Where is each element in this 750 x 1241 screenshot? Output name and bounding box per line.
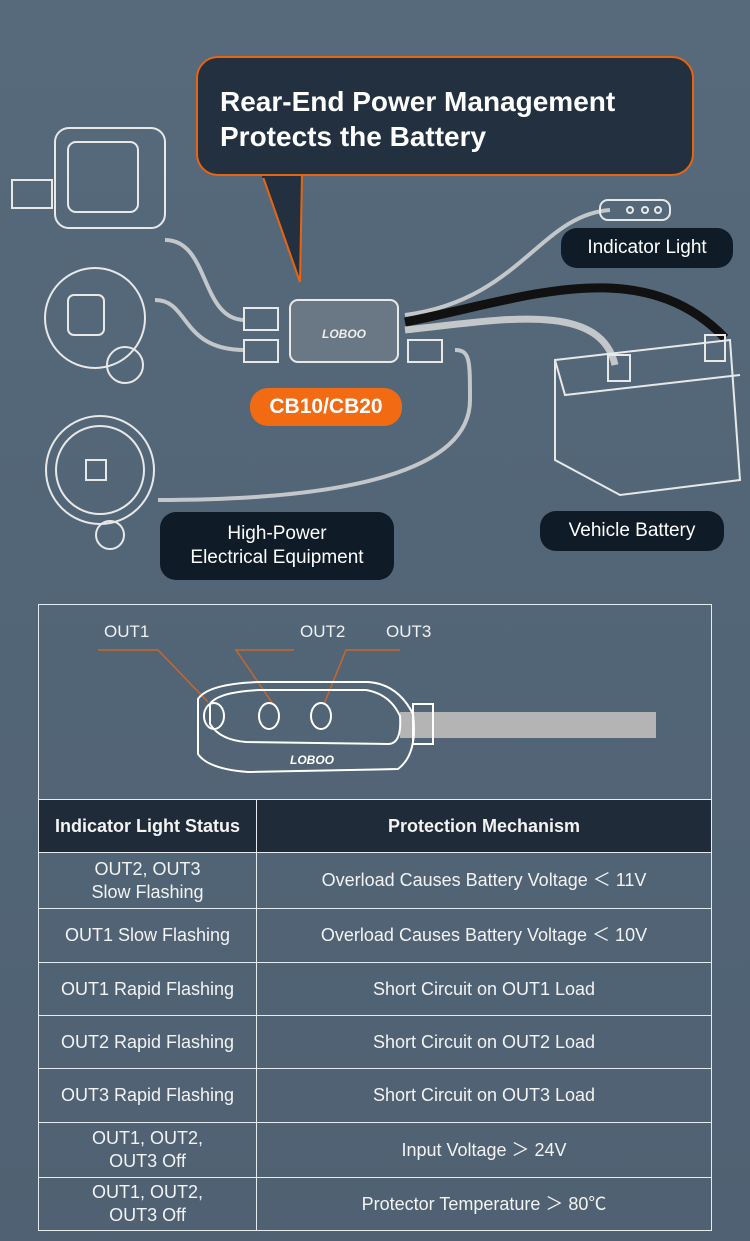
mechanism-cell: Short Circuit on OUT1 Load xyxy=(256,962,712,1016)
indicator-light-icon xyxy=(599,199,671,221)
indicator-light-device-icon xyxy=(197,681,434,774)
status-cell: OUT2 Rapid Flashing xyxy=(38,1015,257,1069)
status-cell: OUT1 Slow Flashing xyxy=(38,908,257,963)
mechanism-cell: Short Circuit on OUT2 Load xyxy=(256,1015,712,1069)
cable-battery-neg xyxy=(404,283,729,342)
header-status: Indicator Light Status xyxy=(38,799,257,853)
vehicle-battery-label: Vehicle Battery xyxy=(540,511,724,551)
mechanism-cell: Protector Temperature ＞ 80℃ xyxy=(256,1177,712,1231)
brand-logo: LOBOO xyxy=(290,753,335,767)
header-mechanism: Protection Mechanism xyxy=(256,799,712,853)
equipment-label-line2: Electrical Equipment xyxy=(190,547,364,568)
out3-led-icon xyxy=(310,702,332,730)
status-cell-line2: OUT3 Off xyxy=(109,1151,186,1171)
indicator-diagram: LOBOO xyxy=(98,649,656,774)
headline-line1: Rear-End Power Management xyxy=(220,86,616,117)
cable-icon xyxy=(400,712,656,738)
connector-icon xyxy=(243,307,279,331)
wiring-illustration: LOBOO xyxy=(11,127,742,550)
status-cell: OUT3 Rapid Flashing xyxy=(38,1068,257,1123)
status-cell-line2: OUT3 Off xyxy=(109,1205,186,1225)
mechanism-cell: Overload Causes Battery Voltage ＜ 11V xyxy=(256,852,712,909)
connector-icon xyxy=(243,339,279,363)
indicator-light-label: Indicator Light xyxy=(561,228,733,268)
cable-indicator xyxy=(404,208,611,317)
cb-module-icon: LOBOO xyxy=(289,299,399,363)
mechanism-cell: Overload Causes Battery Voltage ＜ 10V xyxy=(256,908,712,963)
out2-label: OUT2 xyxy=(300,622,346,641)
out1-label: OUT1 xyxy=(104,622,150,641)
svg-text:LOBOO: LOBOO xyxy=(322,327,367,341)
status-cell: OUT2, OUT3 xyxy=(94,858,201,879)
headline-line2: Protects the Battery xyxy=(220,121,487,152)
status-cell: OUT1, OUT2, xyxy=(91,1182,203,1202)
out3-label: OUT3 xyxy=(386,622,432,641)
status-cell-line2: Slow Flashing xyxy=(91,881,204,902)
headline-callout: Rear-End Power Management Protects the B… xyxy=(196,56,694,176)
round-light-icon xyxy=(44,267,146,384)
connector-icon xyxy=(407,339,443,363)
cable-aux-light xyxy=(164,238,246,322)
battery-icon xyxy=(554,334,742,497)
status-cell: OUT1 Rapid Flashing xyxy=(38,962,257,1016)
equipment-label: High-Power Electrical Equipment xyxy=(160,512,394,580)
out1-led-icon xyxy=(203,702,225,730)
equipment-light-icon xyxy=(45,415,155,550)
mechanism-cell: Input Voltage ＞ 24V xyxy=(256,1122,712,1178)
mechanism-cell: Short Circuit on OUT3 Load xyxy=(256,1068,712,1123)
cable-battery-pos xyxy=(404,315,619,366)
table-row: OUT1, OUT2, OUT3 Off Input Voltage ＞ 24V xyxy=(38,1122,712,1178)
model-badge: CB10/CB20 xyxy=(250,388,402,426)
equipment-label-line1: High-Power xyxy=(227,523,327,544)
cable-round-light xyxy=(154,298,246,352)
out2-led-icon xyxy=(258,702,280,730)
cable-equipment xyxy=(157,348,473,502)
status-cell: OUT1, OUT2, xyxy=(91,1128,203,1148)
table-row: OUT1, OUT2, OUT3 Off Protector Temperature… xyxy=(38,1177,712,1231)
protection-table: Indicator Light Status Protection Mechan… xyxy=(38,799,712,1231)
aux-light-icon xyxy=(11,127,166,229)
table-header-row: Indicator Light Status Protection Mechan… xyxy=(38,799,712,853)
callout-tail xyxy=(260,173,304,283)
